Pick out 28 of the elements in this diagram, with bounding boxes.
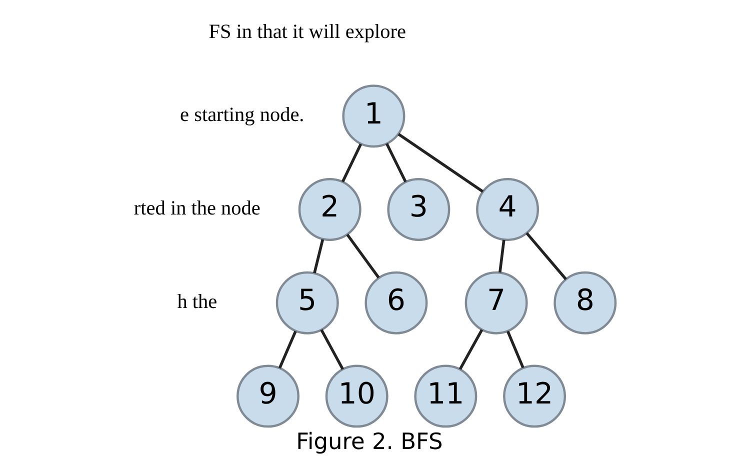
node-circle: 4 (476, 178, 539, 241)
node-circle: 11 (414, 364, 477, 428)
caption: Figure 2. BFS (296, 429, 442, 456)
connector (340, 144, 362, 182)
label: h the (176, 290, 217, 313)
node-circle: 10 (324, 364, 388, 428)
connector (397, 133, 484, 193)
node-circle: 12 (502, 364, 566, 428)
connector (525, 232, 566, 280)
node-circle: 6 (364, 271, 428, 334)
node-circle: 5 (275, 271, 338, 334)
label: FS in that it will explore (208, 20, 406, 43)
connector (384, 143, 406, 182)
node-circle: 9 (236, 364, 299, 428)
node-circle: 8 (553, 271, 616, 334)
label: e starting node. (180, 104, 304, 126)
node-circle: 1 (342, 84, 405, 148)
label: rted in the node (133, 197, 260, 220)
connector (312, 239, 324, 274)
node-circle: 2 (298, 178, 361, 241)
node-circle: 7 (464, 271, 528, 334)
node-circle: 3 (386, 178, 450, 241)
connector (278, 330, 296, 369)
connector (506, 330, 524, 368)
connector (346, 234, 380, 278)
connector (498, 240, 505, 273)
connector (320, 329, 344, 370)
connector (458, 329, 483, 370)
